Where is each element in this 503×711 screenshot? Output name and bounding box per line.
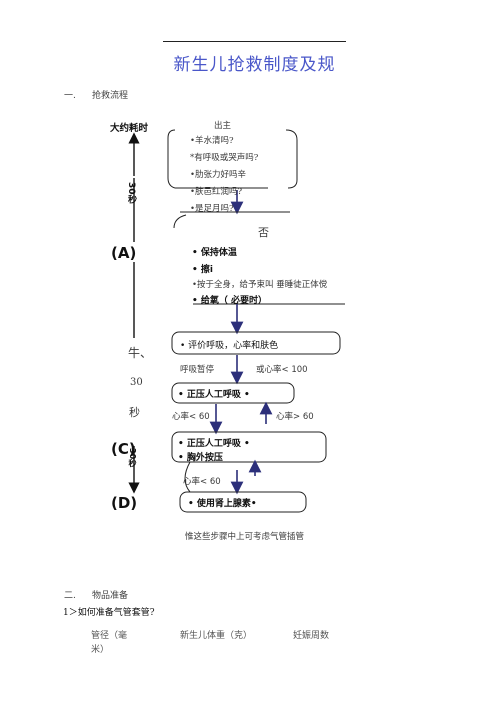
section-2-heading: 二. 物品准备 [64, 588, 128, 601]
box4-frame [171, 382, 295, 404]
box5-line-1: • 正压人工呼吸 • [178, 439, 250, 449]
table-header-1: 管径（毫 [91, 631, 128, 641]
branch-right: 或心率< 100 [256, 365, 308, 375]
hr-lt60-1: 心率< 60 [172, 412, 210, 422]
question-1: 1＞如何准备气管套管? [63, 608, 155, 618]
table-header-2: 新生儿体重（克） [180, 631, 253, 641]
section-1-heading: 一. 抢救流程 [64, 88, 128, 101]
box1-line-1: •羊水清吗? [190, 136, 234, 146]
hr-gt60: 心率> 60 [276, 412, 314, 422]
box2-line-4: • 给氧（ 必要时） [192, 296, 268, 306]
title-rule [163, 41, 346, 42]
box3-frame [171, 331, 341, 355]
box1-line-3: •肋张力好吗辛 [190, 170, 247, 180]
label-c: (C) [111, 440, 136, 458]
section-1-number: 一. [64, 91, 76, 101]
label-d: (D) [111, 494, 138, 512]
page-title: 新生儿抢救制度及规 [173, 55, 336, 75]
seconds-c-num: 30 [128, 448, 137, 460]
section-2-label: 物品准备 [92, 591, 129, 601]
box6-text: • 使用肾上腺素• [188, 499, 257, 509]
seconds-a-num: 30 [126, 182, 136, 195]
seconds-a: 30秒 [126, 182, 136, 204]
table-header-1-cont: 米） [91, 645, 110, 655]
seconds-a-unit: 秒 [126, 194, 136, 204]
box1-bracket [167, 129, 298, 189]
box1-line-5: •是足月吗? [190, 204, 234, 214]
box2-line-3: •按于全身，给予束叫 垂睡徒正体傥 [192, 280, 328, 290]
section-2-number: 二. [64, 591, 76, 601]
flow-note: 惟这些步骤中上可考虑气管插管 [185, 532, 305, 542]
time-label: 大约耗时 [110, 123, 149, 134]
seconds-c-unit: 秒 [128, 459, 137, 468]
table-header-3: 妊娠周数 [293, 631, 330, 641]
box5-line-2: • 胸外按压 [178, 453, 223, 463]
arrow-1 [180, 190, 290, 215]
box3-text: • 评价呼吸，心率和肤色 [180, 341, 279, 351]
box1-line-2: *有呼吸或哭声吗? [190, 153, 259, 163]
box2-bracket [173, 214, 345, 305]
box1-line-4: •肤邑红润吗? [190, 187, 243, 197]
hr-lt60-2: 心率< 60 [183, 477, 221, 487]
box2-line-1: • 保持体温 [192, 248, 237, 258]
curve-left [184, 461, 191, 493]
section-1-label: 抢救流程 [92, 91, 129, 101]
box2-line-2: • 擦i [192, 265, 213, 275]
seconds-b-unit: 秒 [129, 406, 140, 419]
box6-frame [179, 491, 307, 513]
seconds-b-num: 30 [130, 377, 143, 388]
box4-text: • 正压人工呼吸 • [178, 390, 250, 400]
seconds-c: 30秒 [127, 448, 137, 467]
box1-head: 出主 [214, 121, 232, 131]
branch-left: 呼吸暂停 [180, 365, 215, 375]
label-b-char: 牛、 [128, 346, 153, 360]
label-a: (A) [111, 244, 137, 262]
no-label: 否 [258, 226, 269, 239]
